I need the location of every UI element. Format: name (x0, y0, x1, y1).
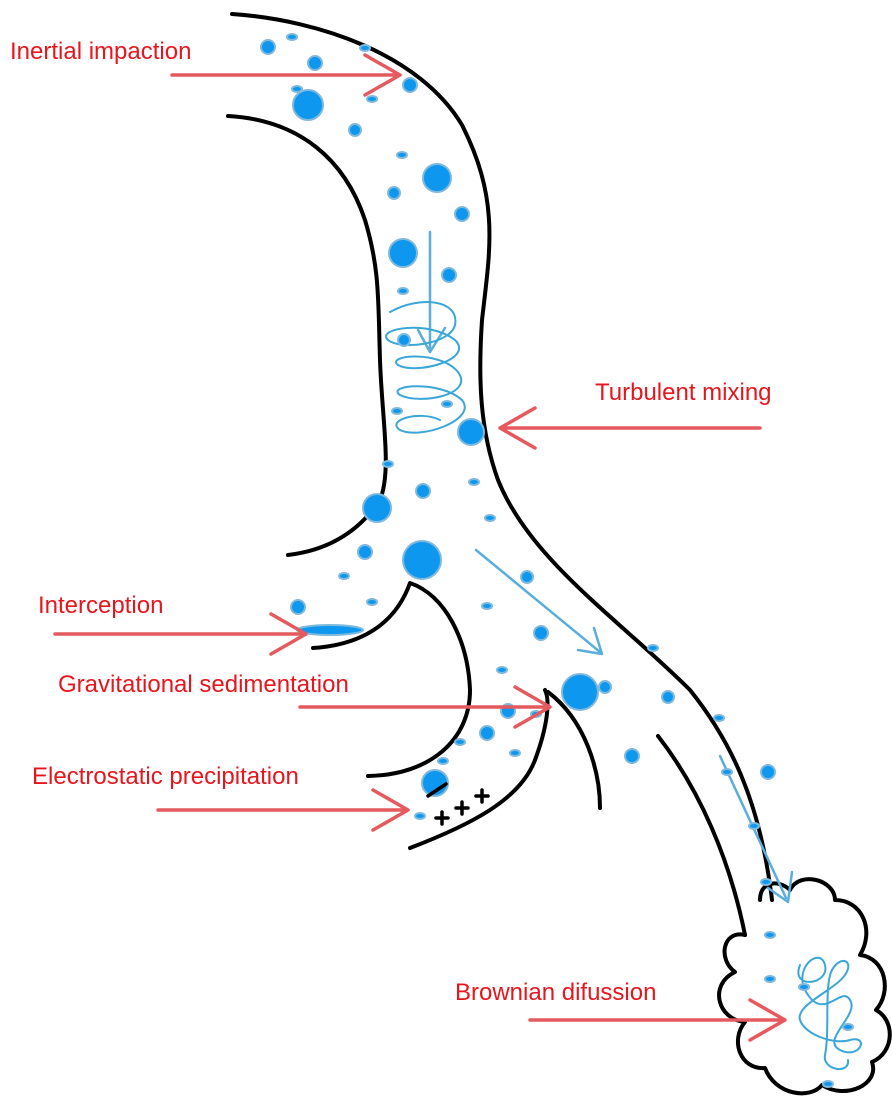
particle (367, 96, 377, 102)
particle (599, 681, 611, 693)
airway-wall-electrostatic-branch (410, 690, 548, 848)
particle (367, 599, 377, 605)
particle (291, 600, 305, 614)
particle (480, 726, 494, 740)
particle (469, 479, 479, 485)
positive-charge-mark (476, 790, 488, 802)
particle (765, 932, 775, 938)
particle (397, 152, 407, 158)
particle (403, 78, 417, 92)
particle (339, 573, 349, 579)
particle (358, 545, 372, 559)
particle (458, 419, 484, 445)
particle (438, 758, 448, 764)
label-interception: Interception (38, 594, 163, 618)
label-gravitational-sedimentation: Gravitational sedimentation (58, 673, 349, 697)
particle (497, 667, 507, 673)
particle (765, 976, 775, 982)
particle (534, 626, 548, 640)
airway-walls (228, 14, 890, 1093)
particle (714, 715, 724, 721)
particle (383, 461, 393, 467)
positive-charge-mark (436, 812, 448, 824)
particle (455, 739, 465, 745)
particle (423, 164, 451, 192)
particle (392, 408, 402, 414)
particle (360, 45, 370, 51)
airway-wall-left-upper (228, 116, 386, 555)
particle (415, 813, 425, 819)
label-inertial-impaction: Inertial impaction (10, 40, 191, 64)
particle (510, 750, 520, 756)
particle (799, 984, 809, 990)
label-electrostatic-precipitation: Electrostatic precipitation (32, 765, 299, 789)
particle (442, 268, 456, 282)
particle (749, 823, 759, 829)
particle (722, 769, 732, 775)
brownian-motion-path (798, 958, 861, 1069)
particle (662, 691, 674, 703)
particle (287, 34, 297, 40)
particle (398, 288, 408, 294)
particle (293, 90, 323, 120)
particle (625, 749, 639, 763)
pointer-arrow-interception (55, 614, 306, 654)
particle (403, 541, 441, 579)
particle (398, 334, 410, 346)
particle (389, 239, 417, 267)
pointer-arrow-brownian (530, 1000, 785, 1040)
particle (485, 515, 495, 521)
particle (761, 765, 775, 779)
particle (416, 484, 430, 498)
label-turbulent-mixing: Turbulent mixing (595, 381, 772, 405)
air-flow-arrows (418, 232, 792, 902)
pointer-arrow-turbulent (500, 408, 760, 448)
particle (363, 494, 391, 522)
particle (349, 124, 361, 136)
flow-arrow-upper (418, 232, 445, 352)
particle (761, 879, 771, 885)
particle (308, 56, 322, 70)
particle (388, 187, 400, 199)
particle (521, 571, 533, 583)
label-brownian-diffusion: Brownian difussion (455, 981, 656, 1005)
pointer-arrow-electrostatic (158, 790, 408, 830)
particle (648, 645, 658, 651)
particle (482, 603, 492, 609)
particle (261, 40, 275, 54)
sedimenting-particle (562, 674, 598, 710)
aerosol-particles (261, 34, 853, 1087)
positive-charge-mark (456, 802, 468, 814)
pointer-arrow-inertial (172, 55, 400, 95)
particle (455, 207, 469, 221)
airway-wall-lower-left (658, 736, 745, 935)
particle (823, 1081, 833, 1087)
particle (843, 1024, 853, 1030)
particle (442, 401, 452, 407)
